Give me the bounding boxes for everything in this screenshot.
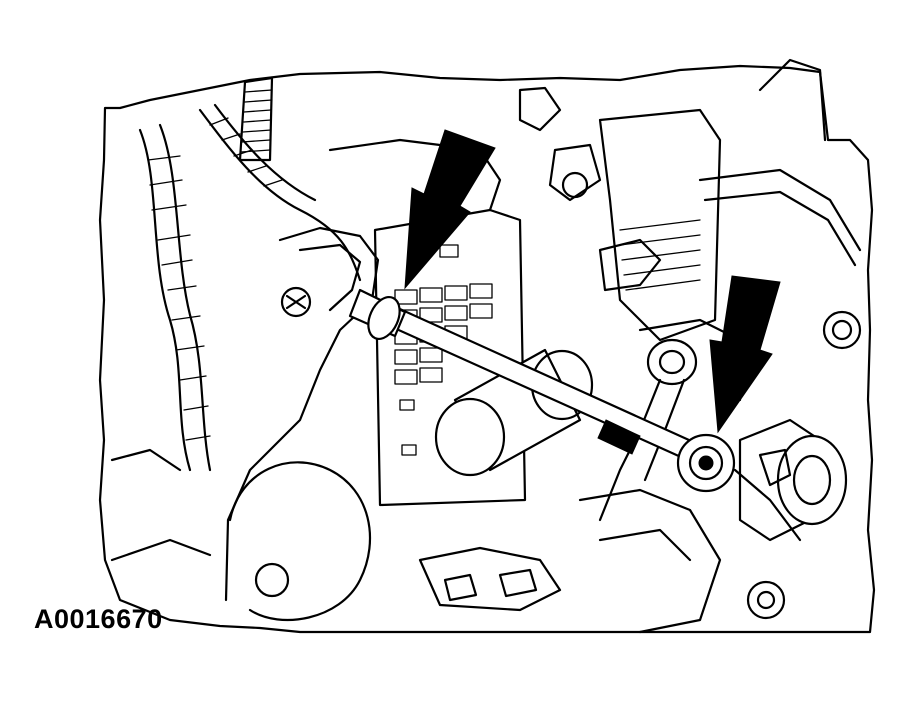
- wiring-harness-left: [138, 103, 362, 472]
- right-assembly: [518, 58, 862, 522]
- arrow-down-right-icon: [709, 275, 781, 434]
- corrugated-hose: [238, 76, 274, 162]
- arrow-down-left-icon: [404, 129, 496, 290]
- figure-id-label: A0016670: [34, 604, 163, 634]
- callout-arrows: [404, 129, 781, 434]
- actuator-rod: [348, 288, 736, 493]
- drawing-boundary: [98, 64, 876, 634]
- clevis-joint: [733, 418, 848, 542]
- relay-block: [373, 208, 527, 507]
- lower-assembly: [110, 448, 722, 634]
- stud-nut-right: [746, 310, 862, 620]
